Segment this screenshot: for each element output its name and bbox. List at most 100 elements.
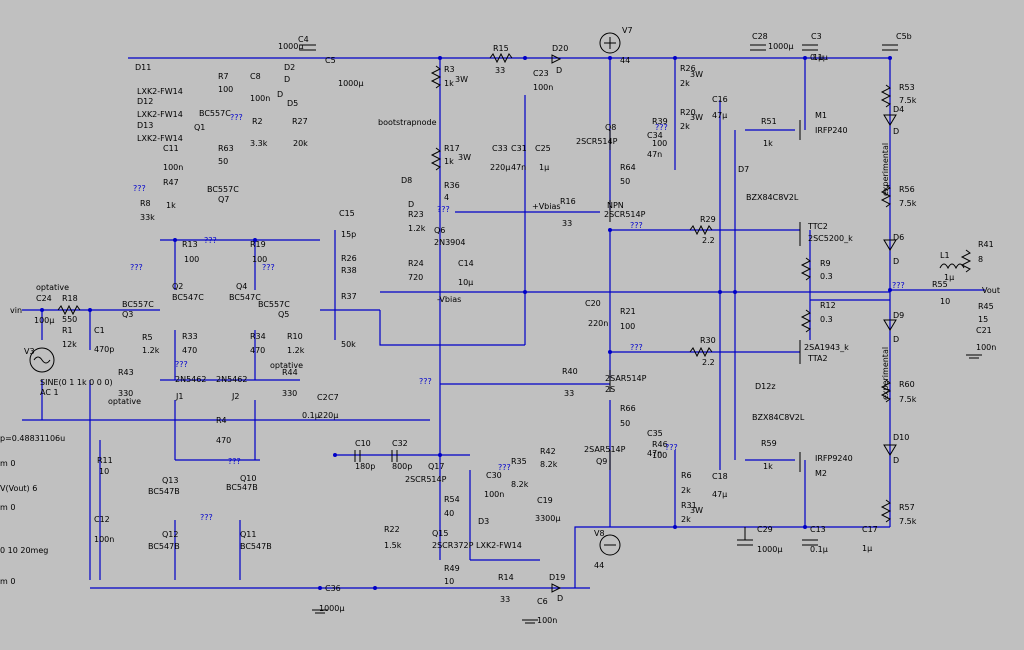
c31-value: 47n xyxy=(511,163,526,172)
q13-ref: Q13 xyxy=(162,476,178,485)
c4-ref: C4 xyxy=(298,35,309,44)
q15-ref: Q15 xyxy=(432,529,448,538)
c3-value: 0.1µ xyxy=(810,53,828,62)
unknown-net-13: ??? xyxy=(228,457,241,466)
r29-value: 2.2 xyxy=(702,236,715,245)
q9-part: 2SAR514P xyxy=(584,445,626,454)
l1-value: 1µ xyxy=(944,273,954,282)
c32-ref: C32 xyxy=(392,439,408,448)
r64-value: 50 xyxy=(620,177,630,186)
source-v8-value: 44 xyxy=(594,561,604,570)
c2-value: 0.1µ xyxy=(302,411,320,420)
c10-value: 180p xyxy=(355,462,375,471)
q6-part: 2N3904 xyxy=(434,238,465,247)
r59-value: 1k xyxy=(763,462,773,471)
d4-part: D xyxy=(893,127,899,136)
q7-ref: Q7 xyxy=(218,195,229,204)
j2-part: 2N5462 xyxy=(216,375,247,384)
source-v3-value: SINE(0 1 1k 0 0 0) xyxy=(40,378,113,387)
q7-part: BC557C xyxy=(207,185,239,194)
directive-6: m 0 xyxy=(0,577,15,586)
r8-ref: R8 xyxy=(140,199,151,208)
d12-ref: D12 xyxy=(137,97,153,106)
r53-ref: R53 xyxy=(899,83,915,92)
npn-ref: NPN xyxy=(607,201,624,210)
c36-value: 1000µ xyxy=(319,604,344,613)
r44-value: 330 xyxy=(282,389,297,398)
directive-4: m 0 xyxy=(0,503,15,512)
unknown-net-9: ??? xyxy=(630,221,643,230)
source-v3-ac: AC 1 xyxy=(40,388,59,397)
d7-ref: D7 xyxy=(738,165,749,174)
q6-ref: Q6 xyxy=(434,226,445,235)
r13-ref: R13 xyxy=(182,240,198,249)
q8-part: 2SCR514P xyxy=(576,137,618,146)
c28-value: 1000µ xyxy=(768,42,793,51)
c1-value: 470p xyxy=(94,345,114,354)
component-labels: vin bootstrapnode +Vbias -Vbias Vout opt… xyxy=(0,26,1000,625)
r35-value: 8.2k xyxy=(511,480,529,489)
c33-value: 220µ xyxy=(490,163,510,172)
q5-ref: Q5 xyxy=(278,310,289,319)
r41-value: 8 xyxy=(978,255,983,264)
d19-ref: D19 xyxy=(549,573,565,582)
unknown-net-10: ??? xyxy=(630,343,643,352)
r55-ref: R55 xyxy=(932,280,948,289)
c11-value: 100n xyxy=(163,163,183,172)
r66-value: 50 xyxy=(620,419,630,428)
d2-part: D xyxy=(284,75,290,84)
unknown-net-15: ??? xyxy=(655,123,668,132)
c36-ref: C36 xyxy=(325,584,341,593)
q3-ref: Q3 xyxy=(122,310,133,319)
c17-ref: C17 xyxy=(862,525,878,534)
q1-ref: Q1 xyxy=(194,123,205,132)
unknown-net-6: ??? xyxy=(230,113,243,122)
r26-ref: R26 xyxy=(680,64,696,73)
r6-value: 2k xyxy=(681,486,691,495)
r3-ref: R3 xyxy=(444,65,455,74)
c16-ref: C16 xyxy=(712,95,728,104)
tta2-ref: TTA2 xyxy=(807,354,828,363)
junctions xyxy=(40,56,892,590)
q11-ref: Q11 xyxy=(240,530,256,539)
r1-ref: R1 xyxy=(62,326,73,335)
q13-part: BC547B xyxy=(148,487,180,496)
r43-value: 330 xyxy=(118,389,133,398)
r42-ref: R42 xyxy=(540,447,556,456)
r31-value: 2k xyxy=(681,515,691,524)
unknown-net-1: ??? xyxy=(130,263,143,272)
wires xyxy=(22,57,985,589)
r56-ref: R56 xyxy=(899,185,915,194)
l1-ref: L1 xyxy=(940,251,950,260)
c21-value: 100n xyxy=(976,343,996,352)
directive-1: p=0.48831106u xyxy=(0,434,65,443)
q2s-ref: 2S xyxy=(605,385,615,394)
r10-ref: R10 xyxy=(287,332,303,341)
q12-part: BC547B xyxy=(148,542,180,551)
r17-value: 1k xyxy=(444,157,454,166)
r46-value: 100 xyxy=(652,451,667,460)
r9-value: 0.3 xyxy=(820,272,833,281)
c5b-value: 1µ xyxy=(813,53,823,62)
c25-value: 1µ xyxy=(539,163,549,172)
r50k-value: 50k xyxy=(341,340,356,349)
q2-part: BC547C xyxy=(172,293,204,302)
source-v7-value: 44 xyxy=(620,56,630,65)
r56-value: 7.5k xyxy=(899,199,917,208)
r53-value: 7.5k xyxy=(899,96,917,105)
c32-value: 800p xyxy=(392,462,412,471)
r23-value: 1.2k xyxy=(408,224,426,233)
tta2-part: 2SA1943_k xyxy=(804,343,849,352)
r37-label: R37 xyxy=(341,292,357,301)
r12-ref: R12 xyxy=(820,301,836,310)
ttc2-ref: TTC2 xyxy=(807,222,828,231)
r57-value: 7.5k xyxy=(899,517,917,526)
r11-ref: R11 xyxy=(97,456,113,465)
r2-value: 3.3k xyxy=(250,139,268,148)
r20-value: 2k xyxy=(680,122,690,131)
r3-power: 3W xyxy=(455,75,468,84)
r57-ref: R57 xyxy=(899,503,915,512)
r31-power: 3W xyxy=(690,506,703,515)
r20-power: 3W xyxy=(690,113,703,122)
